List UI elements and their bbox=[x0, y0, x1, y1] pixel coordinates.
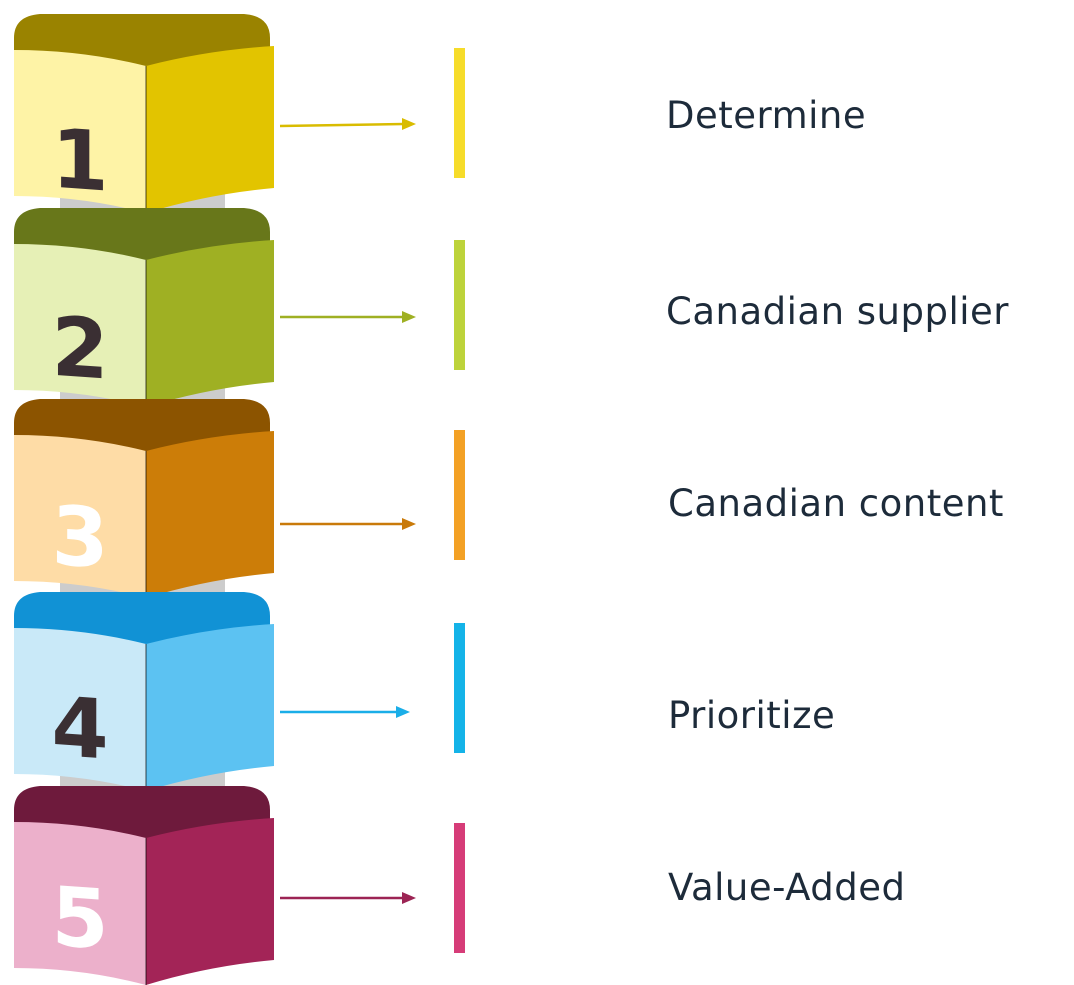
step-4-arrow bbox=[280, 706, 410, 718]
block-front-left-face bbox=[14, 822, 146, 985]
step-2-block: 2 bbox=[14, 208, 274, 407]
step-2-arrow bbox=[280, 311, 416, 323]
step-4-number: 4 bbox=[51, 680, 108, 779]
step-5-arrow bbox=[280, 892, 416, 904]
step-1-number: 1 bbox=[51, 112, 108, 211]
step-3-label: Canadian content bbox=[668, 482, 1004, 525]
block-front-left-face bbox=[14, 244, 146, 407]
step-3-block: 3 bbox=[14, 399, 274, 598]
block-front-left-face bbox=[14, 435, 146, 598]
step-5-label: Value-Added bbox=[668, 866, 906, 909]
step-2-label: Canadian supplier bbox=[666, 290, 1010, 333]
step-4-accent-bar bbox=[454, 623, 465, 753]
block-front-right-face bbox=[146, 624, 274, 791]
step-4-block: 4 bbox=[14, 592, 274, 791]
step-5-accent-bar bbox=[454, 823, 465, 953]
step-2-number: 2 bbox=[51, 300, 108, 399]
block-front-left-face bbox=[14, 50, 146, 213]
step-2-accent-bar bbox=[454, 240, 465, 370]
step-3-arrow bbox=[280, 518, 416, 530]
block-front-right-face bbox=[146, 431, 274, 598]
step-1-arrow bbox=[279, 118, 416, 130]
step-4-label: Prioritize bbox=[668, 694, 836, 737]
step-1-accent-bar bbox=[454, 48, 465, 178]
step-1-block: 1 bbox=[14, 14, 274, 213]
block-front-right-face bbox=[146, 818, 274, 985]
step-1-label: Determine bbox=[666, 94, 867, 137]
step-5-number: 5 bbox=[51, 870, 108, 969]
block-front-right-face bbox=[146, 240, 274, 407]
block-front-right-face bbox=[146, 46, 274, 213]
step-3-number: 3 bbox=[51, 489, 108, 588]
block-front-left-face bbox=[14, 628, 146, 791]
step-3-accent-bar bbox=[454, 430, 465, 560]
step-5-block: 5 bbox=[14, 786, 274, 985]
